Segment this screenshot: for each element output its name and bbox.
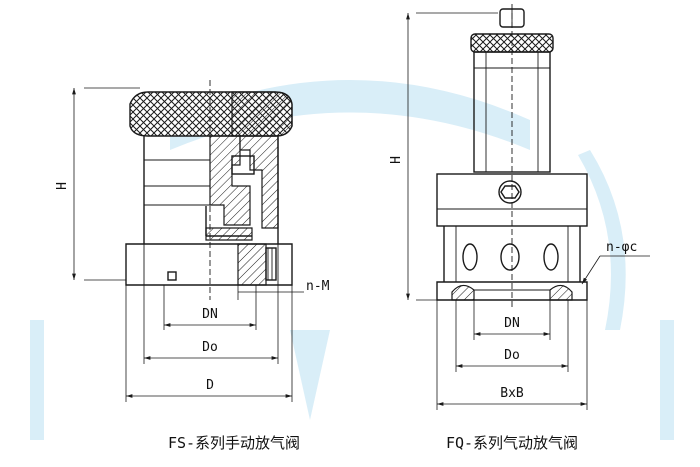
fs-dim-dn-label: DN	[202, 307, 218, 322]
fq-dim-bxb-label: BxB	[500, 386, 524, 401]
fq-air-port	[498, 180, 522, 204]
fq-valve-drawing: H n-φc DN Do BxB FQ-系列气动放气阀	[389, 4, 650, 452]
fs-caption: FS-系列手动放气阀	[168, 434, 300, 452]
fs-valve-drawing: H n-M DN Do D FS-系列手动放气阀	[55, 80, 330, 452]
fq-caption: FQ-系列气动放气阀	[446, 434, 578, 452]
fs-dim-do-label: Do	[202, 340, 218, 355]
fq-dim-nphic-label: n-φc	[606, 240, 637, 255]
fq-dim-h-label: H	[389, 156, 404, 164]
fq-dim-dn-label: DN	[504, 316, 520, 331]
fs-dim-d-label: D	[206, 378, 214, 393]
fq-dim-do-label: Do	[504, 348, 520, 363]
fs-dim-nm-label: n-M	[306, 279, 330, 294]
fs-dim-h-label: H	[55, 182, 70, 190]
fs-flange	[125, 243, 293, 286]
